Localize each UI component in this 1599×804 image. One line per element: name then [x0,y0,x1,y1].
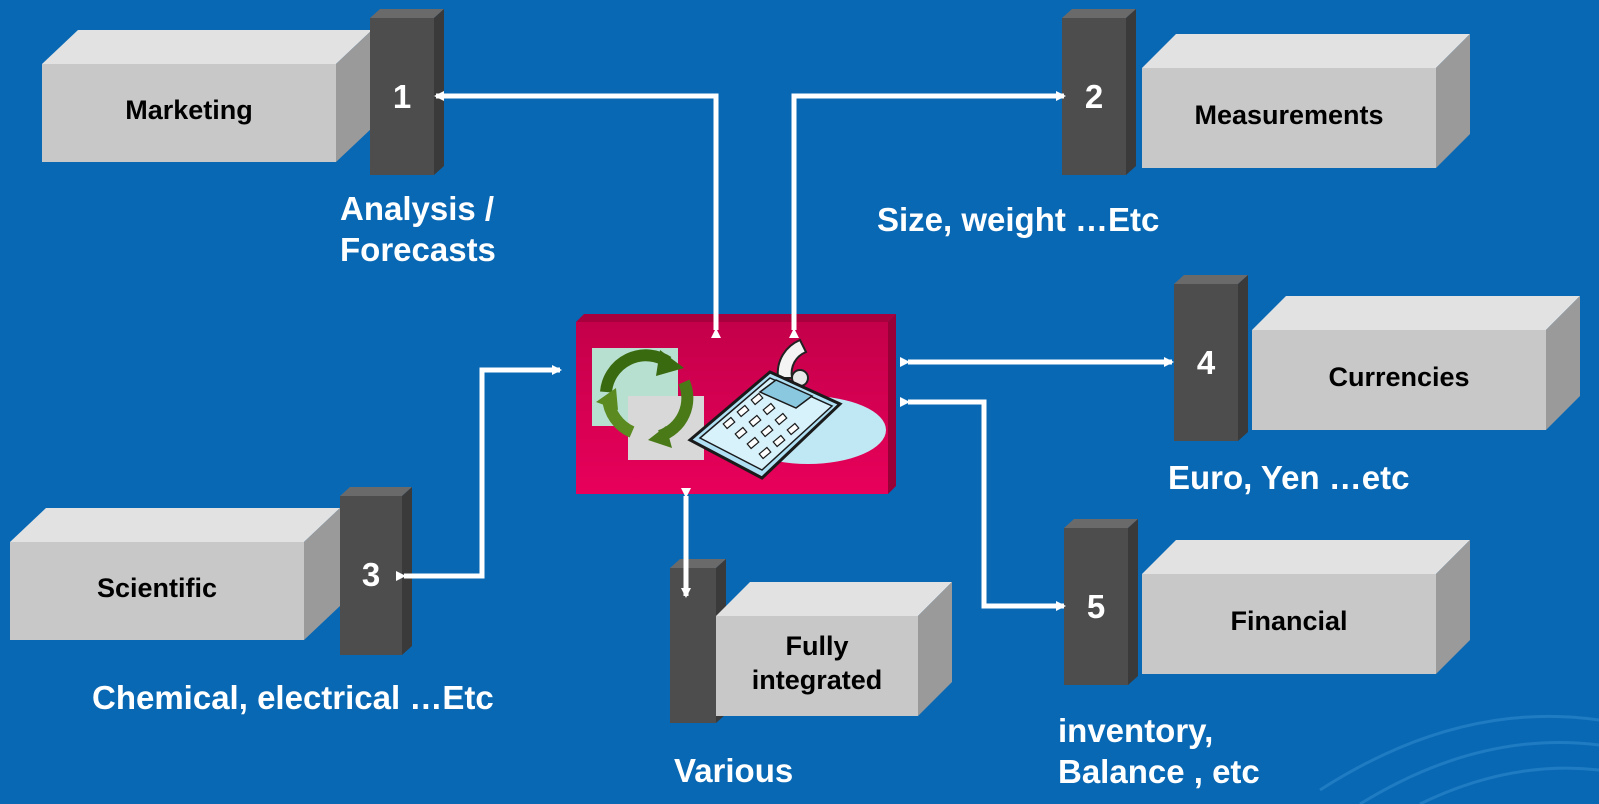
number-1: 1 [392,78,412,115]
connector-3 [396,365,562,581]
pillar-2 [1062,9,1136,175]
box-scientific [10,508,340,640]
box-measurements [1142,34,1470,168]
box-currencies [1252,296,1580,430]
caption-chemical-electrical: Chemical, electrical …Etc [92,679,494,716]
number-2: 2 [1084,78,1104,115]
connector-1 [434,91,721,338]
pillar-5 [1064,519,1138,685]
number-3: 3 [361,556,381,593]
pillar-4 [1174,275,1248,441]
caption-size-weight: Size, weight …Etc [877,201,1160,238]
caption-analysis-forecasts: Analysis / Forecasts [340,190,496,269]
number-4: 4 [1196,344,1216,381]
box-label-fully-integrated: Fully integrated [751,631,883,695]
number-5: 5 [1086,588,1106,625]
box-financial [1142,540,1470,674]
connectors [396,91,1174,611]
box-label-measurements: Measurements [1194,100,1384,130]
connector-2 [789,91,1066,338]
box-label-currencies: Currencies [1328,362,1470,392]
caption-various: Various [674,752,794,789]
caption-euro-yen: Euro, Yen …etc [1168,459,1410,496]
calculator-icon [687,338,886,480]
box-label-financial: Financial [1230,606,1348,636]
recycle-arrows-icon [592,348,704,460]
connector-5 [900,397,1066,611]
caption-inventory-balance: inventory, Balance , etc [1058,712,1260,791]
background-swirl [1319,714,1599,804]
box-marketing [42,30,372,162]
box-label-marketing: Marketing [125,95,253,125]
box-label-scientific: Scientific [96,573,218,603]
box-fully-integrated [716,582,952,716]
